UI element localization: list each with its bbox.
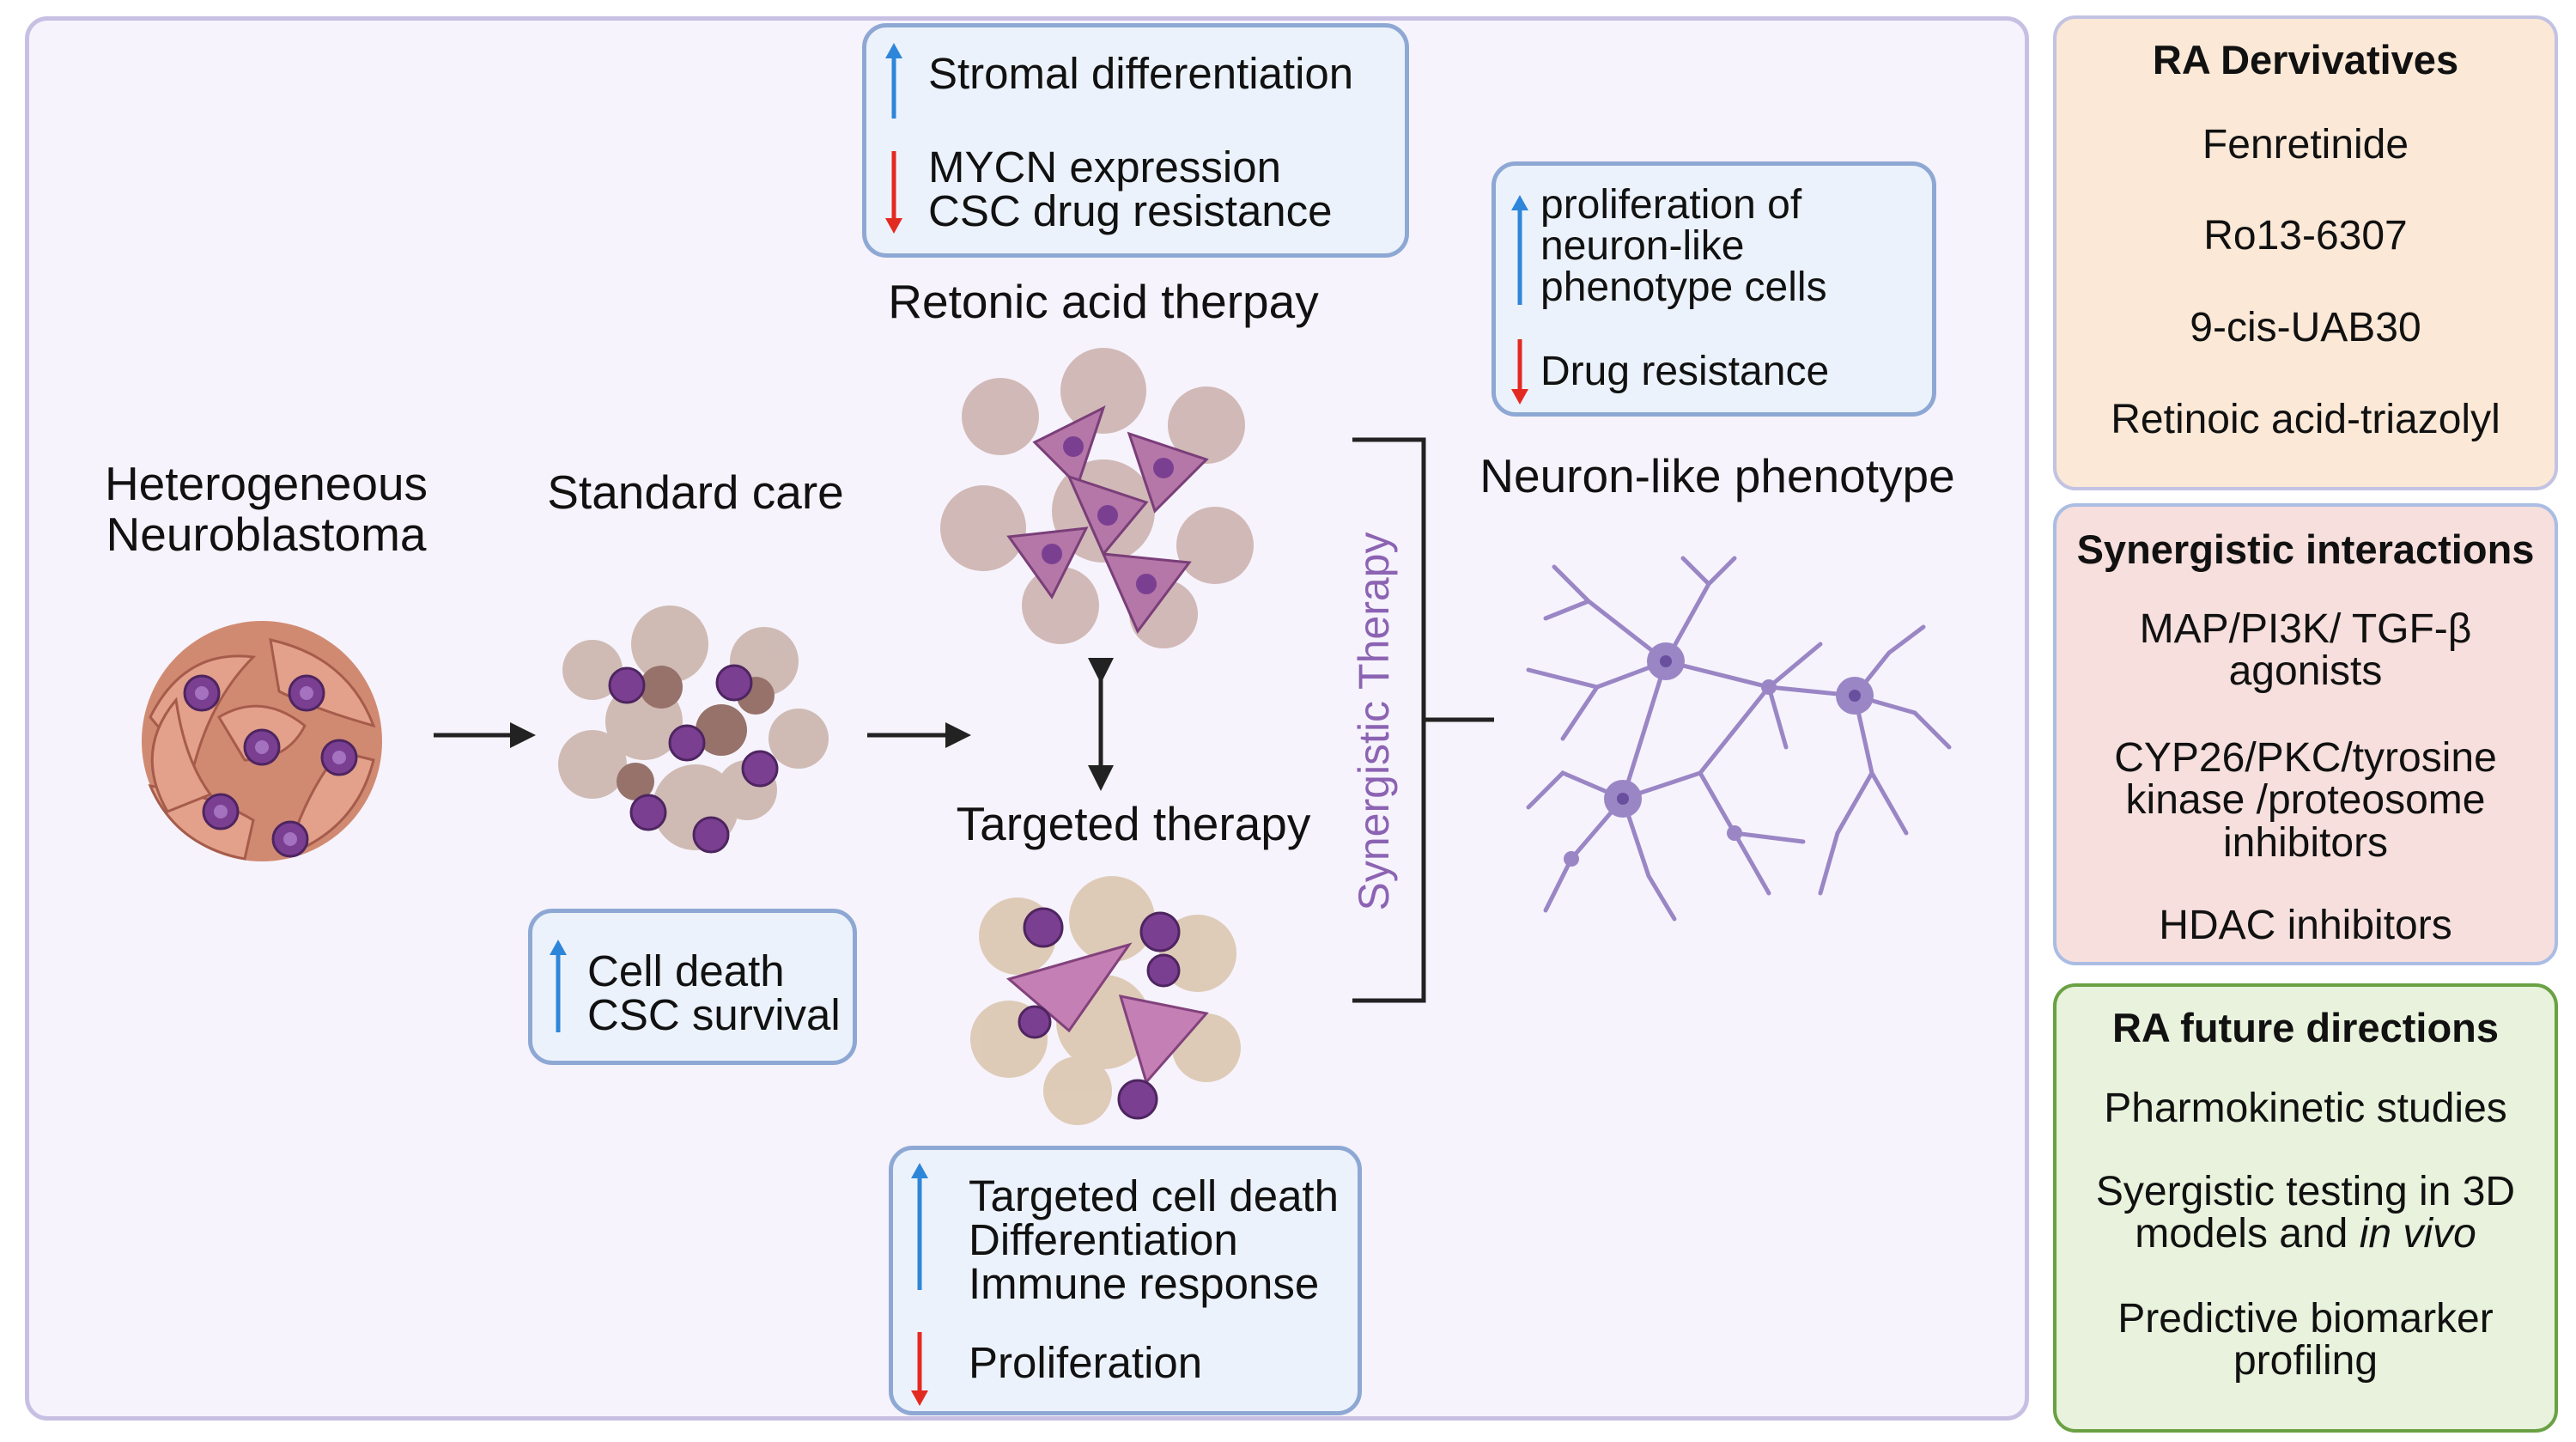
- retinoic-acid-label: Retonic acid therpay: [888, 275, 1319, 328]
- up-arrow-icon: [885, 43, 902, 119]
- future-title: RA future directions: [2111, 1005, 2499, 1050]
- derivative-item: Fenretinide: [2202, 122, 2409, 167]
- neuron-effects-box: proliferation of neuron-like phenotype c…: [1492, 161, 1936, 417]
- neuron-up-text: proliferation of neuron-like phenotype c…: [1540, 182, 1827, 310]
- ra-future-directions-panel: RA future directions Pharmokinetic studi…: [2053, 983, 2558, 1433]
- up-arrow-icon: [911, 1163, 928, 1290]
- up-arrow-icon: [1511, 195, 1528, 305]
- future-item: Pharmokinetic studies: [2104, 1086, 2507, 1131]
- targeted-up-text: Targeted cell death Differentiation Immu…: [969, 1171, 1339, 1308]
- derivative-item: Ro13-6307: [2203, 213, 2408, 259]
- ra-derivatives-panel: RA Dervivatives Fenretinide Ro13-6307 9-…: [2053, 15, 2558, 490]
- up-arrow-icon: [550, 940, 567, 1032]
- derivative-item: Retinoic acid-triazolyl: [2111, 397, 2500, 442]
- future-item: Predictive biomarker profiling: [2117, 1296, 2494, 1384]
- standard-effects-box: Cell death CSC survival: [528, 909, 857, 1065]
- retinoic-up-text: Stromal differentiation: [928, 49, 1354, 98]
- standard-up-text: Cell death CSC survival: [587, 946, 841, 1039]
- heterogeneous-tumor-illustration: [142, 621, 382, 861]
- synergistic-title: Synergistic interactions: [2076, 526, 2535, 572]
- synergistic-item: MAP/PI3K/ TGF-β agonists: [2139, 606, 2472, 695]
- down-arrow-icon: [1511, 339, 1528, 405]
- retinoic-effects-box: Stromal differentiation MYCN expression …: [862, 23, 1409, 258]
- targeted-down-text: Proliferation: [969, 1338, 1203, 1387]
- future-item-testing-text: Syergistic testing in 3D models and: [2095, 1169, 2516, 1257]
- neuron-down-text: Drug resistance: [1540, 349, 1830, 394]
- down-arrow-icon: [911, 1332, 928, 1406]
- standard-care-illustration: [558, 605, 829, 854]
- heterogeneous-label: Heterogeneous Neuroblastoma: [104, 457, 428, 562]
- standard-care-label: Standard care: [547, 465, 844, 519]
- neuron-like-label: Neuron-like phenotype: [1479, 449, 1955, 502]
- future-item-testing-italic: in vivo: [2359, 1211, 2476, 1257]
- targeted-therapy-label: Targeted therapy: [956, 797, 1311, 850]
- future-item-testing: Syergistic testing in 3D models and in v…: [2057, 1171, 2555, 1256]
- neuron-illustration: [1526, 556, 1952, 922]
- synergistic-item: HDAC inhibitors: [2159, 903, 2452, 948]
- synergy-bracket: [1352, 437, 1426, 1003]
- synergistic-interactions-panel: Synergistic interactions MAP/PI3K/ TGF-β…: [2053, 503, 2558, 965]
- targeted-therapy-illustration: [970, 876, 1241, 1125]
- down-arrow-icon: [885, 151, 902, 234]
- retinoic-down-text: MYCN expression CSC drug resistance: [928, 143, 1333, 235]
- synergistic-item: CYP26/PKC/tyrosine kinase /proteosome in…: [2114, 735, 2497, 866]
- retinoic-acid-illustration: [940, 348, 1254, 648]
- ra-derivatives-title: RA Dervivatives: [2152, 37, 2459, 82]
- derivative-item: 9-cis-UAB30: [2190, 305, 2421, 350]
- targeted-effects-box: Targeted cell death Differentiation Immu…: [889, 1146, 1362, 1415]
